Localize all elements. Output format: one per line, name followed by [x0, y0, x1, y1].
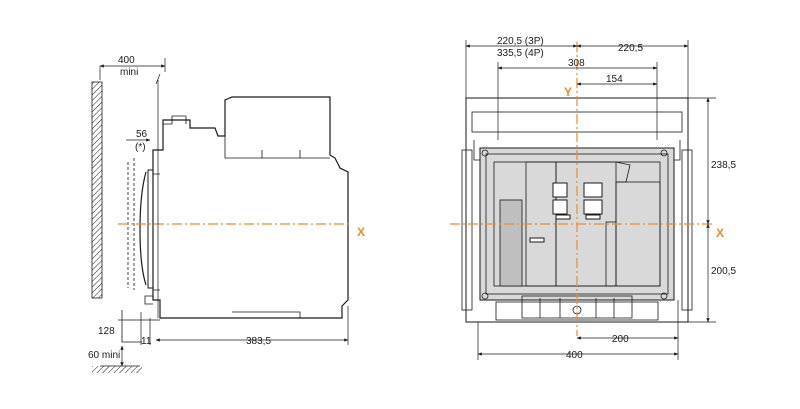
dim-60-mini: 60 mini: [88, 350, 120, 361]
dim-238-5: 238,5: [711, 160, 736, 171]
dim-11: 11: [141, 336, 152, 347]
breaker-body-outline: [152, 96, 349, 319]
dim-335-5-4p: 335,5 (4P): [497, 48, 544, 59]
dim-308: 308: [568, 58, 585, 69]
dim-383-5: 383,5: [246, 336, 271, 347]
side-axis-x-label: X: [357, 225, 365, 239]
dim-400-mini: 400: [118, 55, 135, 66]
dim-220-5-3p: 220,5 (3P): [497, 36, 544, 47]
dim-56: 56: [136, 129, 148, 140]
dim-154: 154: [606, 74, 623, 85]
dim-220-5-right: 220,5: [618, 43, 643, 54]
front-axis-x-label: X: [716, 226, 724, 240]
dim-400: 400: [566, 350, 583, 361]
dim-128: 128: [98, 326, 115, 337]
front-axis-y-label: Y: [564, 85, 572, 99]
dim-400-mini-sub: mini: [120, 67, 138, 78]
note-marker: (*): [135, 142, 146, 153]
dim-200-5: 200,5: [711, 266, 736, 277]
dim-200: 200: [612, 334, 629, 345]
side-view: X 400 mini 56 (*) 128 60 mini 11 383,5: [88, 55, 365, 373]
floor-hatched: [92, 366, 142, 373]
door-outline: [139, 171, 147, 286]
front-view: Y X 220,5 (3P) 335,5 (4P) 220,5 308 154 …: [450, 36, 736, 361]
wall-hatched: [91, 81, 103, 299]
